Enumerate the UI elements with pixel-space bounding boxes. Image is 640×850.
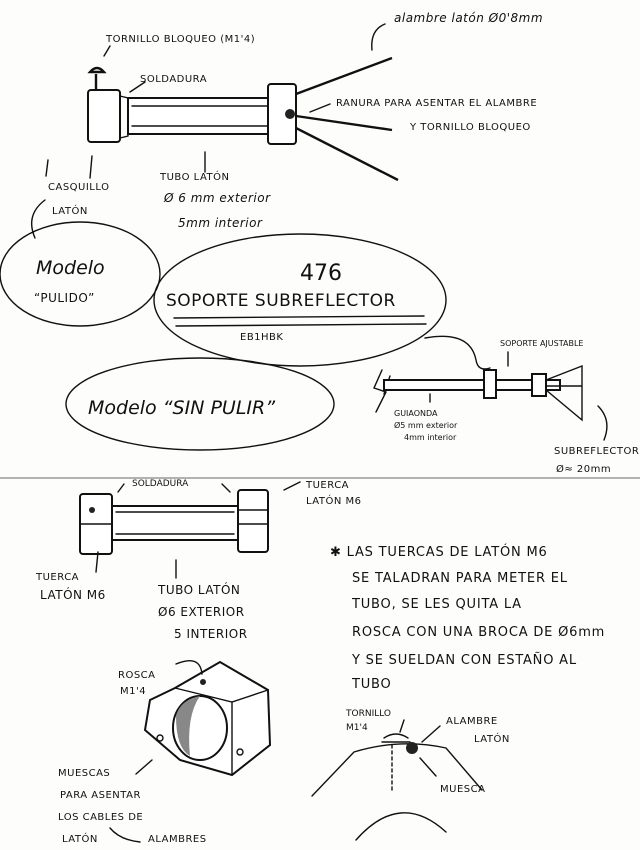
hex-nut-edges <box>174 687 269 776</box>
nut-left-label-2: LATÓN M6 <box>40 587 106 602</box>
solder-joint <box>119 95 129 139</box>
nut-left-label-1: TUERCA <box>35 572 79 583</box>
polished-label-1: Modelo <box>36 257 105 279</box>
solder-label: SOLDADURA <box>140 74 207 85</box>
note-line: TUBO <box>351 677 392 692</box>
section-detail-drawing <box>311 719 483 841</box>
notch-right <box>236 748 244 756</box>
wire-label: alambre latón Ø0'8mm <box>394 11 543 25</box>
bubble-polished <box>0 221 161 327</box>
bushing-label-1: CASQUILLO <box>48 182 109 193</box>
bottom-tube-shading <box>115 511 235 535</box>
wires <box>295 56 399 182</box>
notches-label-2: PARA ASENTAR <box>60 790 141 801</box>
groove-label-1: RANURA PARA ASENTAR EL ALAMBRE <box>336 98 537 109</box>
right-nut <box>237 489 269 553</box>
bushing <box>87 89 121 143</box>
section-wire-label-1: ALAMBRE <box>446 716 498 727</box>
note-line: ROSCA CON UNA BROCA DE Ø6mm <box>352 625 605 640</box>
side-assembly-drawing <box>373 351 608 441</box>
waveguide-label-1: GUIAONDA <box>394 409 438 418</box>
waveguide-label-2: Ø5 mm exterior <box>394 420 458 430</box>
section-screw <box>381 733 411 743</box>
assembly-note: ✱ LAS TUERCAS DE LATÓN M6 SE TALADRAN PA… <box>330 544 605 692</box>
nut-right-label-2: LATÓN M6 <box>306 494 362 507</box>
note-line: SE TALADRAN PARA METER EL <box>352 571 568 586</box>
left-nut-hole <box>89 507 95 513</box>
note-line: ✱ LAS TUERCAS DE LATÓN M6 <box>330 544 548 560</box>
title: SOPORTE SUBREFLECTOR <box>166 291 396 311</box>
notches-label-1: MUESCAS <box>58 768 110 779</box>
front-collar <box>267 83 297 145</box>
top-assembly-drawing <box>31 23 399 239</box>
subreflector-label-2: Ø≈ 20mm <box>556 463 611 475</box>
top-arrows <box>45 23 386 179</box>
tube-label-2: Ø 6 mm exterior <box>163 191 271 205</box>
notches-label-4: LATÓN <box>62 832 98 845</box>
lock-screw <box>285 109 295 119</box>
waveguide <box>383 379 561 391</box>
subreflector-label-1: SUBREFLECTOR <box>554 446 639 457</box>
section-arrows <box>399 719 441 777</box>
thread-label-1: ROSCA <box>118 670 156 681</box>
title-pointer <box>424 335 491 370</box>
section-notch-label: MUESCA <box>440 784 485 795</box>
polished-label-2: “PULIDO” <box>34 291 95 305</box>
bore-profile <box>355 812 447 841</box>
note-line: Y SE SUELDAN CON ESTAÑO AL <box>351 652 577 668</box>
top-screw <box>87 66 107 90</box>
unpolished-label: Modelo “SIN PULIR” <box>88 397 275 419</box>
support-label: SOPORTE AJUSTABLE <box>500 339 583 348</box>
nut-arrows <box>109 660 203 843</box>
bore-shading <box>176 696 200 756</box>
section-wire-label-2: LATÓN <box>474 732 510 745</box>
nut-right-label-1: TUERCA <box>305 480 349 491</box>
notches-label-5: ALAMBRES <box>148 834 207 845</box>
bottom-tube-label-3: 5 INTERIOR <box>174 627 248 641</box>
section-screw-label-2: M1'4 <box>346 723 368 733</box>
section-screw-label-1: TORNILLO <box>345 709 391 719</box>
right-nut-edge <box>237 509 269 525</box>
notch-left <box>156 734 164 742</box>
thread-label-2: M1'4 <box>120 686 146 697</box>
nut-profile <box>311 743 483 797</box>
waveguide-label-3: 4mm interior <box>404 433 457 442</box>
thread-hole <box>200 679 206 685</box>
groove-label-2: Y TORNILLO BLOQUEO <box>409 122 531 133</box>
note-line: TUBO, SE LES QUITA LA <box>351 597 522 612</box>
brass-tube <box>127 97 277 135</box>
bushing-arrow <box>31 199 46 239</box>
title-number: 476 <box>300 261 342 286</box>
bottom-solder-label: SOLDADURA <box>132 479 189 489</box>
section-wire <box>406 742 418 754</box>
bushing-label-2: LATÓN <box>52 204 88 217</box>
screw-label: TORNILLO BLOQUEO (M1'4) <box>105 34 255 45</box>
nut-detail-drawing <box>109 660 272 843</box>
notches-label-3: LOS CABLES DE <box>58 812 143 823</box>
adjustable-support <box>483 369 497 399</box>
support-collar <box>531 373 547 397</box>
bottom-tube-label-1: TUBO LATÓN <box>157 582 240 597</box>
side-arrows <box>429 351 608 441</box>
bottom-assembly-drawing <box>79 481 301 579</box>
bottom-arrows <box>95 481 301 579</box>
subreflector <box>545 364 583 422</box>
title-underline <box>173 315 427 327</box>
bubble-title <box>153 233 447 367</box>
bottom-tube <box>111 505 239 541</box>
bubble-unpolished <box>65 357 335 451</box>
tube-shading <box>131 105 273 127</box>
tube-label-1: TUBO LATÓN <box>159 170 230 183</box>
tube-label-3: 5mm interior <box>178 216 263 230</box>
bottom-tube-label-2: Ø6 EXTERIOR <box>158 605 245 619</box>
author: EB1HBK <box>240 332 283 343</box>
